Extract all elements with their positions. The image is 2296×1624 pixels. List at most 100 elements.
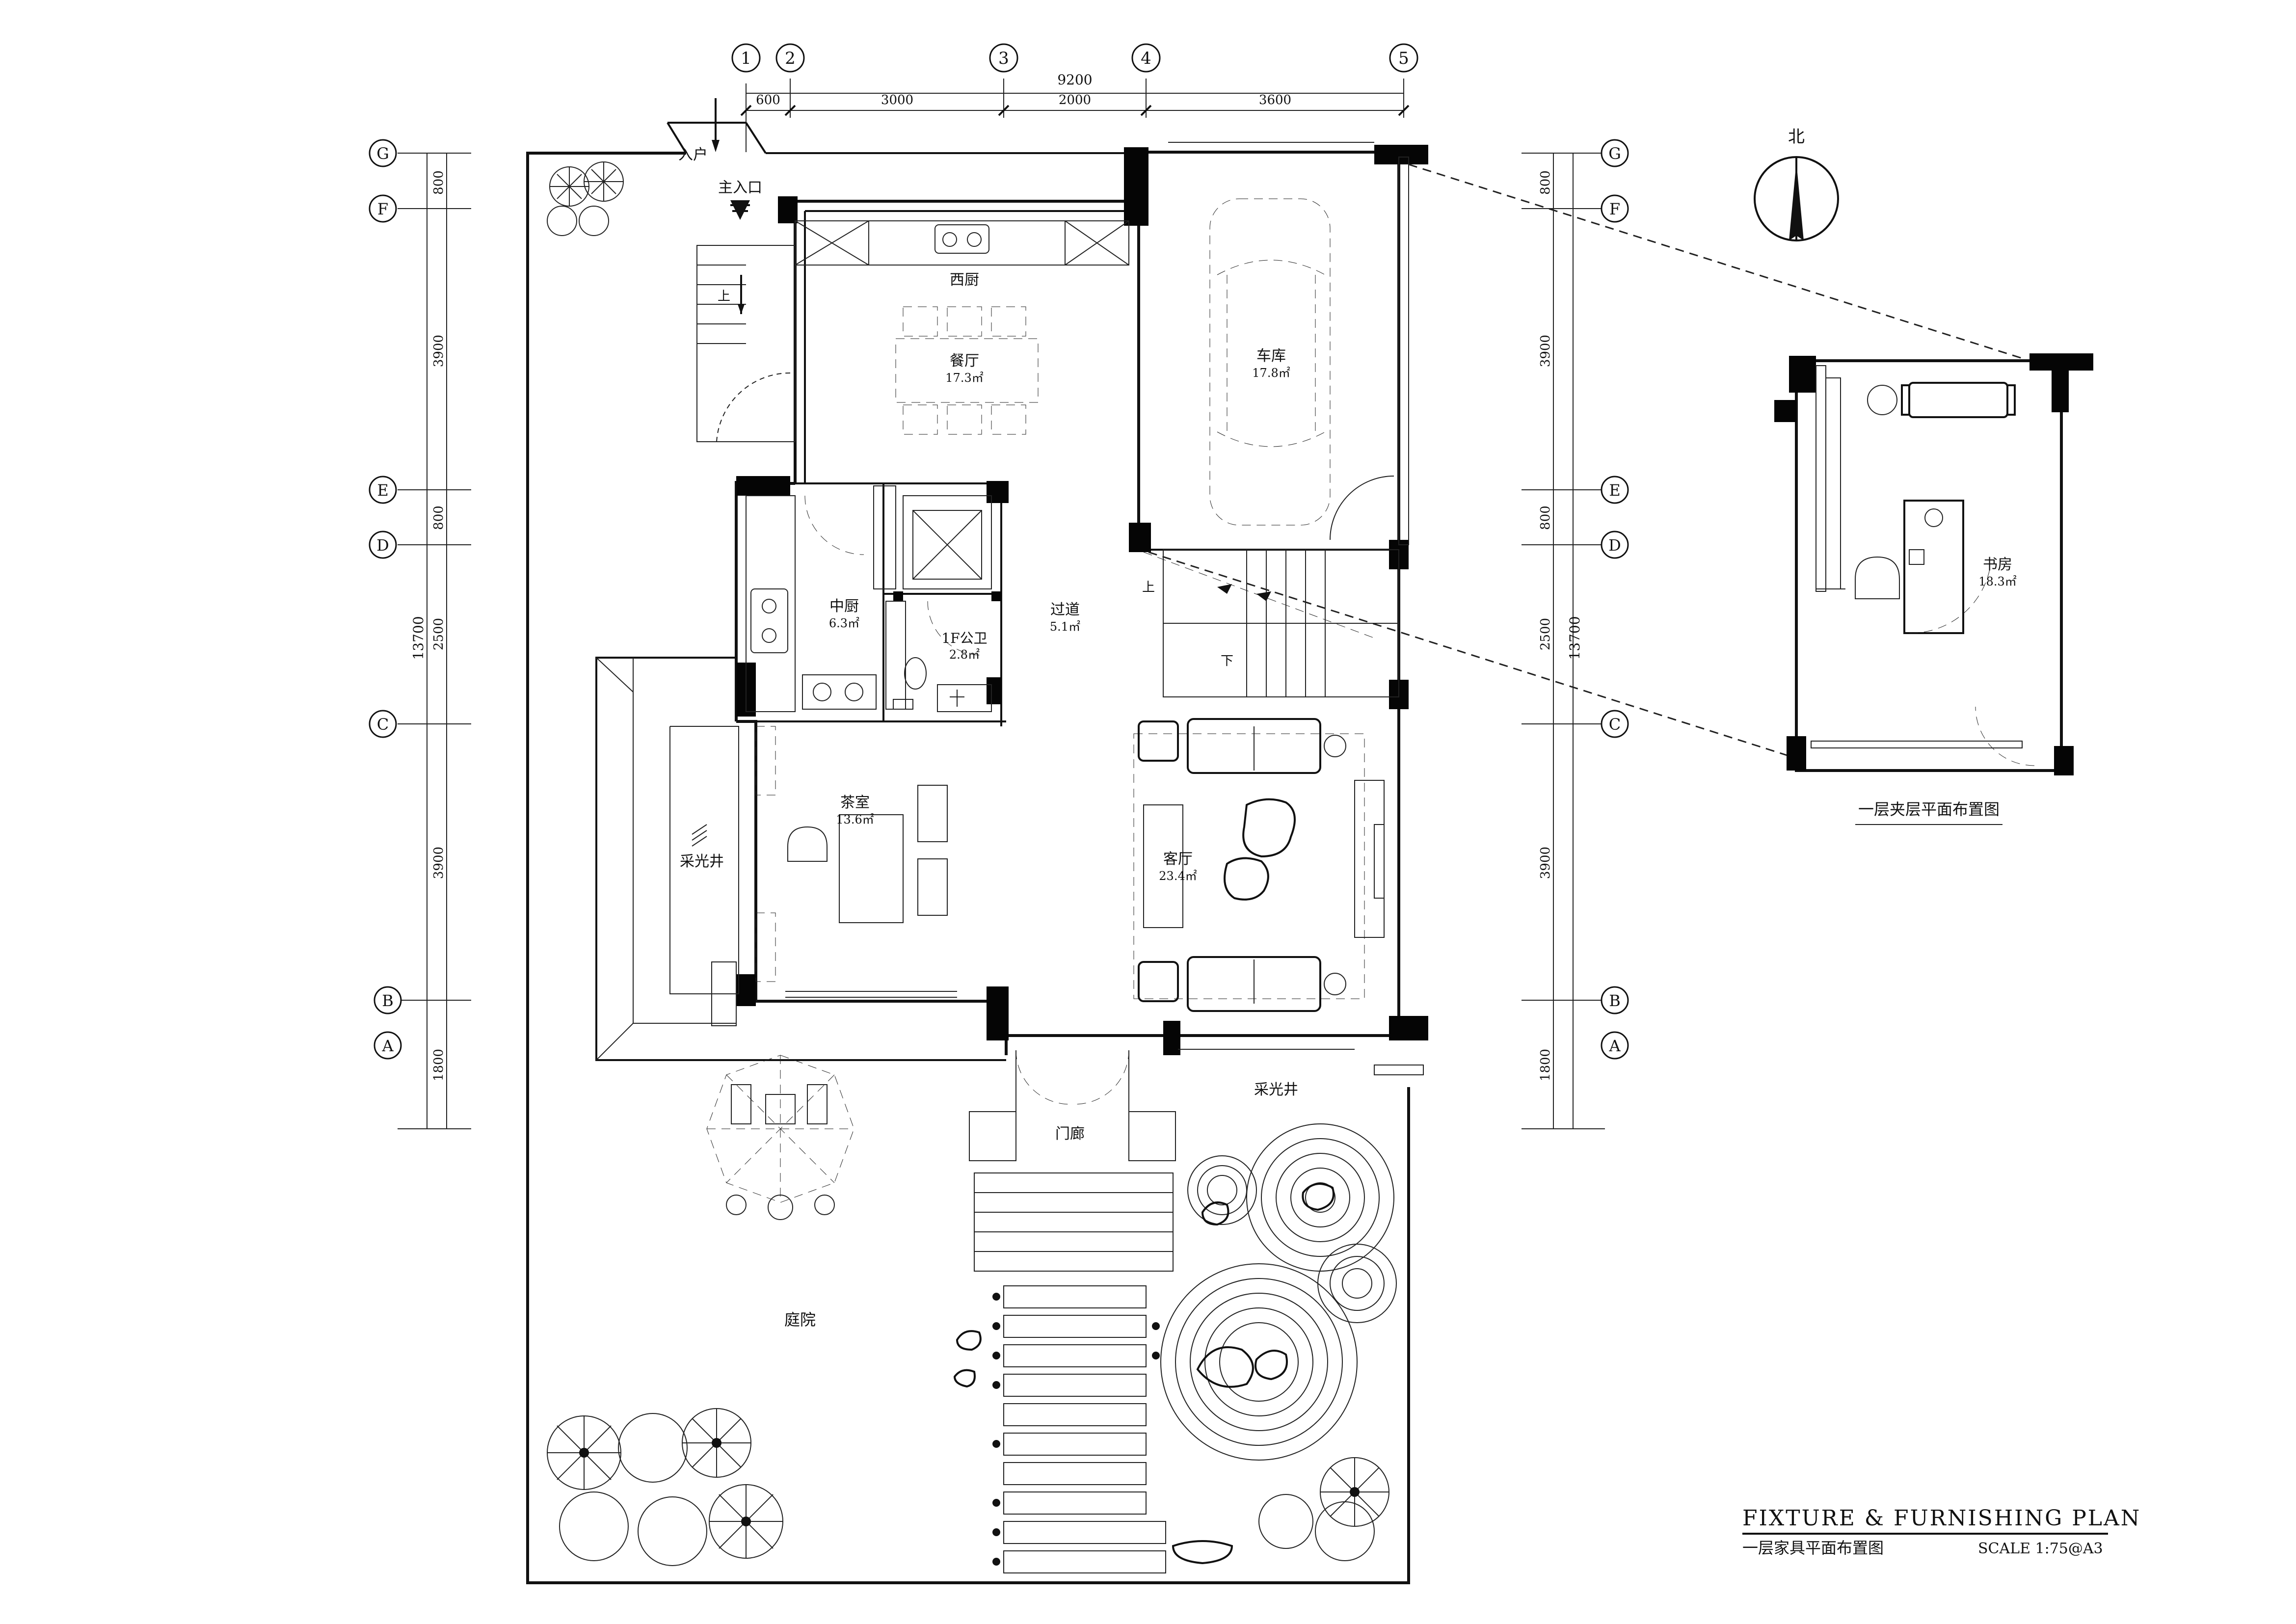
dim-top-seg-2: 3000 xyxy=(881,93,913,107)
site-boundary xyxy=(526,122,1410,1584)
plant-icon-bottom-right xyxy=(1258,1457,1389,1561)
lightwell-hatch-icon xyxy=(692,824,707,847)
dim-top-seg-3: 2000 xyxy=(1059,93,1091,107)
room-study-area: 18.3㎡ xyxy=(1978,575,2016,588)
axis-top-3: 3 xyxy=(998,49,1009,68)
entry-arrow-icon xyxy=(712,98,720,152)
axis-right-f: F xyxy=(1609,200,1620,218)
entry-stair xyxy=(696,245,796,442)
elevator-shaft xyxy=(903,495,992,589)
room-tea-room-area: 13.6㎡ xyxy=(836,813,874,826)
dim-left-seg-2: 3900 xyxy=(431,335,446,367)
lightwell-left-outline xyxy=(595,657,1006,1061)
dim-right-seg-6: 1800 xyxy=(1538,1049,1553,1081)
stair-down-label: 下 xyxy=(1221,654,1233,668)
room-lightwell-bottom: 采光井 xyxy=(1254,1081,1298,1098)
umbrella-table-icon xyxy=(706,1055,854,1220)
kitchen-counter xyxy=(795,220,1129,266)
axis-top-4: 4 xyxy=(1141,49,1151,68)
axis-right-a: A xyxy=(1608,1037,1621,1055)
room-dining-area: 17.3㎡ xyxy=(945,371,983,385)
dim-left-seg-1: 800 xyxy=(431,170,446,195)
room-porch: 门廊 xyxy=(1055,1125,1085,1143)
north-arrow-icon xyxy=(1754,156,1839,241)
dim-left-seg-6: 1800 xyxy=(431,1049,446,1081)
axis-top-2: 2 xyxy=(785,49,796,68)
axis-bubbles-top xyxy=(731,43,1418,73)
room-chinese-kitchen: 中厨 xyxy=(829,598,859,615)
room-living-area: 23.4㎡ xyxy=(1159,869,1197,883)
room-garage-area: 17.8㎡ xyxy=(1252,366,1290,380)
title-english: FIXTURE & FURNISHING PLAN xyxy=(1742,1506,2141,1531)
axis-top-1: 1 xyxy=(741,49,751,68)
room-chinese-kitchen-area: 6.3㎡ xyxy=(829,616,859,630)
axis-top-5: 5 xyxy=(1398,49,1409,68)
entry-household-label: 入户 xyxy=(678,146,708,163)
room-western-kitchen: 西厨 xyxy=(950,271,979,289)
right-dimension-lines xyxy=(1522,153,1605,1129)
room-public-wc-area: 2.8㎡ xyxy=(949,648,980,662)
living-room-furniture xyxy=(1133,718,1385,1012)
stair-up-label: 上 xyxy=(1142,580,1155,595)
room-study: 书房 xyxy=(1983,556,2012,573)
axis-bubbles-right xyxy=(1601,139,1629,1060)
left-dimension-lines xyxy=(398,153,471,1129)
dim-top-seg-1: 600 xyxy=(756,93,780,107)
dim-right-seg-1: 800 xyxy=(1538,170,1553,195)
title-chinese: 一层家具平面布置图 xyxy=(1742,1539,1884,1557)
room-dining: 餐厅 xyxy=(950,352,979,370)
dim-left-seg-3: 800 xyxy=(431,506,446,530)
room-public-wc: 1F公卫 xyxy=(941,630,987,646)
north-label: 北 xyxy=(1788,127,1805,147)
axis-right-b: B xyxy=(1609,991,1621,1010)
room-courtyard: 庭院 xyxy=(784,1310,816,1329)
room-corridor-area: 5.1㎡ xyxy=(1050,620,1080,634)
dim-total-left: 13700 xyxy=(410,616,427,660)
room-lightwell-left: 采光井 xyxy=(680,853,724,870)
dim-right-seg-4: 2500 xyxy=(1538,618,1553,650)
axis-right-d: D xyxy=(1608,536,1621,555)
tea-room-furniture xyxy=(755,726,957,998)
car-icon xyxy=(1209,198,1331,526)
dining-table xyxy=(895,306,1039,435)
axis-right-g: G xyxy=(1608,144,1621,163)
dim-right-seg-2: 3900 xyxy=(1538,335,1553,367)
plant-icon-top-left xyxy=(547,161,624,236)
lightwell-bottom-ledge xyxy=(1374,1065,1424,1075)
axis-left-d: D xyxy=(376,536,389,555)
dim-total-right: 13700 xyxy=(1567,616,1583,660)
dim-total-top: 9200 xyxy=(1057,72,1092,88)
dim-right-seg-3: 800 xyxy=(1538,506,1553,530)
axis-left-f: F xyxy=(377,200,388,218)
axis-bubbles-left xyxy=(369,139,402,1060)
garage-door xyxy=(1330,157,1409,545)
mezzanine-walls xyxy=(1774,353,2093,775)
top-dimension-lines xyxy=(740,79,1410,152)
axis-left-e: E xyxy=(377,481,388,500)
room-living: 客厅 xyxy=(1163,851,1193,868)
title-scale: SCALE 1:75@A3 xyxy=(1978,1540,2103,1557)
chinese-kitchen-fixtures xyxy=(746,485,896,712)
wc-fixtures xyxy=(885,601,992,712)
stepping-stones xyxy=(992,1285,1166,1573)
dim-top-seg-4: 3600 xyxy=(1259,93,1291,107)
axis-left-g: G xyxy=(376,144,389,163)
dim-left-seg-4: 2500 xyxy=(431,618,446,650)
dim-right-seg-5: 3900 xyxy=(1538,847,1553,879)
room-corridor: 过道 xyxy=(1050,601,1080,618)
main-entrance-arrow-icon xyxy=(730,200,750,220)
axis-left-a: A xyxy=(381,1037,394,1055)
axis-right-e: E xyxy=(1609,481,1620,500)
main-entrance-label: 主入口 xyxy=(718,179,762,196)
stair-up-label-entry: 上 xyxy=(718,289,730,304)
axis-right-c: C xyxy=(1609,715,1621,734)
room-tea-room: 茶室 xyxy=(840,794,870,811)
plant-icon-bottom-left xyxy=(547,1408,783,1566)
mezzanine-furniture xyxy=(1811,382,2035,766)
axis-left-c: C xyxy=(377,715,389,734)
zen-garden-circles xyxy=(953,1123,1397,1565)
dim-left-seg-5: 3900 xyxy=(431,847,446,879)
mezzanine-caption: 一层夹层平面布置图 xyxy=(1858,800,2000,819)
axis-left-b: B xyxy=(382,991,394,1010)
room-garage: 车库 xyxy=(1256,347,1286,365)
